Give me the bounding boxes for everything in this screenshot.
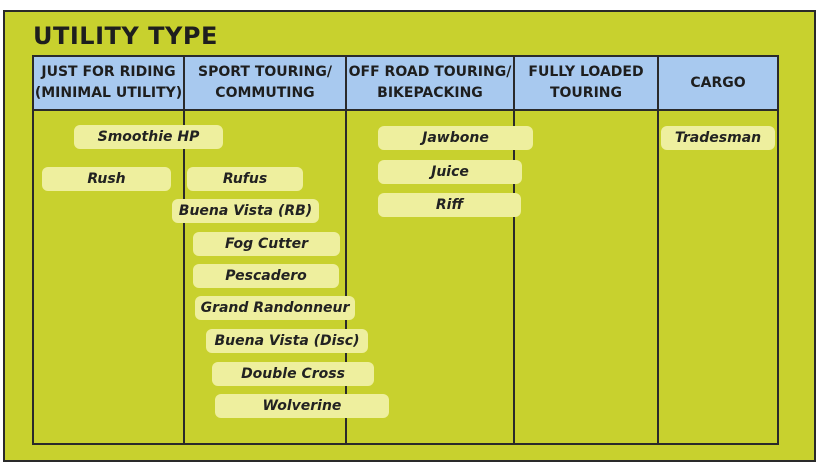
column-just-for-riding: JUST FOR RIDING (MINIMAL UTILITY) — [34, 57, 185, 443]
bike-pill-grand-randonneur: Grand Randonneur — [195, 296, 355, 320]
bike-pill-tradesman: Tradesman — [661, 126, 775, 150]
column-header-cargo: CARGO — [659, 57, 777, 111]
column-off-road-touring: OFF ROAD TOURING/ BIKEPACKING — [347, 57, 515, 443]
bike-pill-buena-vista-rb: Buena Vista (RB) — [172, 199, 319, 223]
bike-pill-riff: Riff — [378, 193, 521, 217]
column-cargo: CARGO — [659, 57, 777, 443]
bike-pill-fog-cutter: Fog Cutter — [193, 232, 340, 256]
column-header-sport-touring: SPORT TOURING/ COMMUTING — [185, 57, 345, 111]
category-grid: JUST FOR RIDING (MINIMAL UTILITY) SPORT … — [32, 55, 779, 445]
bike-pill-smoothie-hp: Smoothie HP — [74, 125, 223, 149]
bike-pill-pescadero: Pescadero — [193, 264, 339, 288]
column-header-off-road-touring: OFF ROAD TOURING/ BIKEPACKING — [347, 57, 513, 111]
chart-title: UTILITY TYPE — [33, 22, 218, 50]
column-fully-loaded-touring: FULLY LOADED TOURING — [515, 57, 659, 443]
bike-pill-rush: Rush — [42, 167, 171, 191]
bike-pill-jawbone: Jawbone — [378, 126, 533, 150]
bike-pill-wolverine: Wolverine — [215, 394, 389, 418]
bike-pill-buena-vista-disc: Buena Vista (Disc) — [206, 329, 368, 353]
bike-pill-rufus: Rufus — [187, 167, 303, 191]
bike-pill-double-cross: Double Cross — [212, 362, 374, 386]
column-header-just-for-riding: JUST FOR RIDING (MINIMAL UTILITY) — [34, 57, 183, 111]
column-sport-touring: SPORT TOURING/ COMMUTING — [185, 57, 347, 443]
column-header-fully-loaded-touring: FULLY LOADED TOURING — [515, 57, 657, 111]
bike-pill-juice: Juice — [378, 160, 522, 184]
